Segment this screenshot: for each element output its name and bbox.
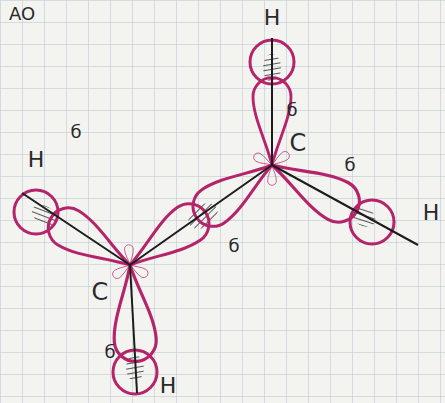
atom-label: C	[92, 280, 109, 304]
bond-axis	[22, 38, 418, 393]
heading: AO	[9, 5, 35, 23]
atom-label: H	[160, 375, 177, 397]
atom-label: H	[264, 7, 281, 29]
bond-label: б	[104, 343, 115, 361]
bond-label: б	[286, 101, 297, 119]
atom-label: H	[423, 202, 440, 224]
bond-label: б	[344, 156, 355, 174]
s-orbital	[14, 40, 394, 394]
overlap-hatching	[28, 54, 379, 381]
atom-label: H	[28, 149, 45, 171]
bond-label: б	[70, 123, 81, 141]
sp2-lobe	[41, 78, 367, 363]
atom-label: C	[290, 131, 307, 155]
bond-label: б	[228, 237, 239, 255]
